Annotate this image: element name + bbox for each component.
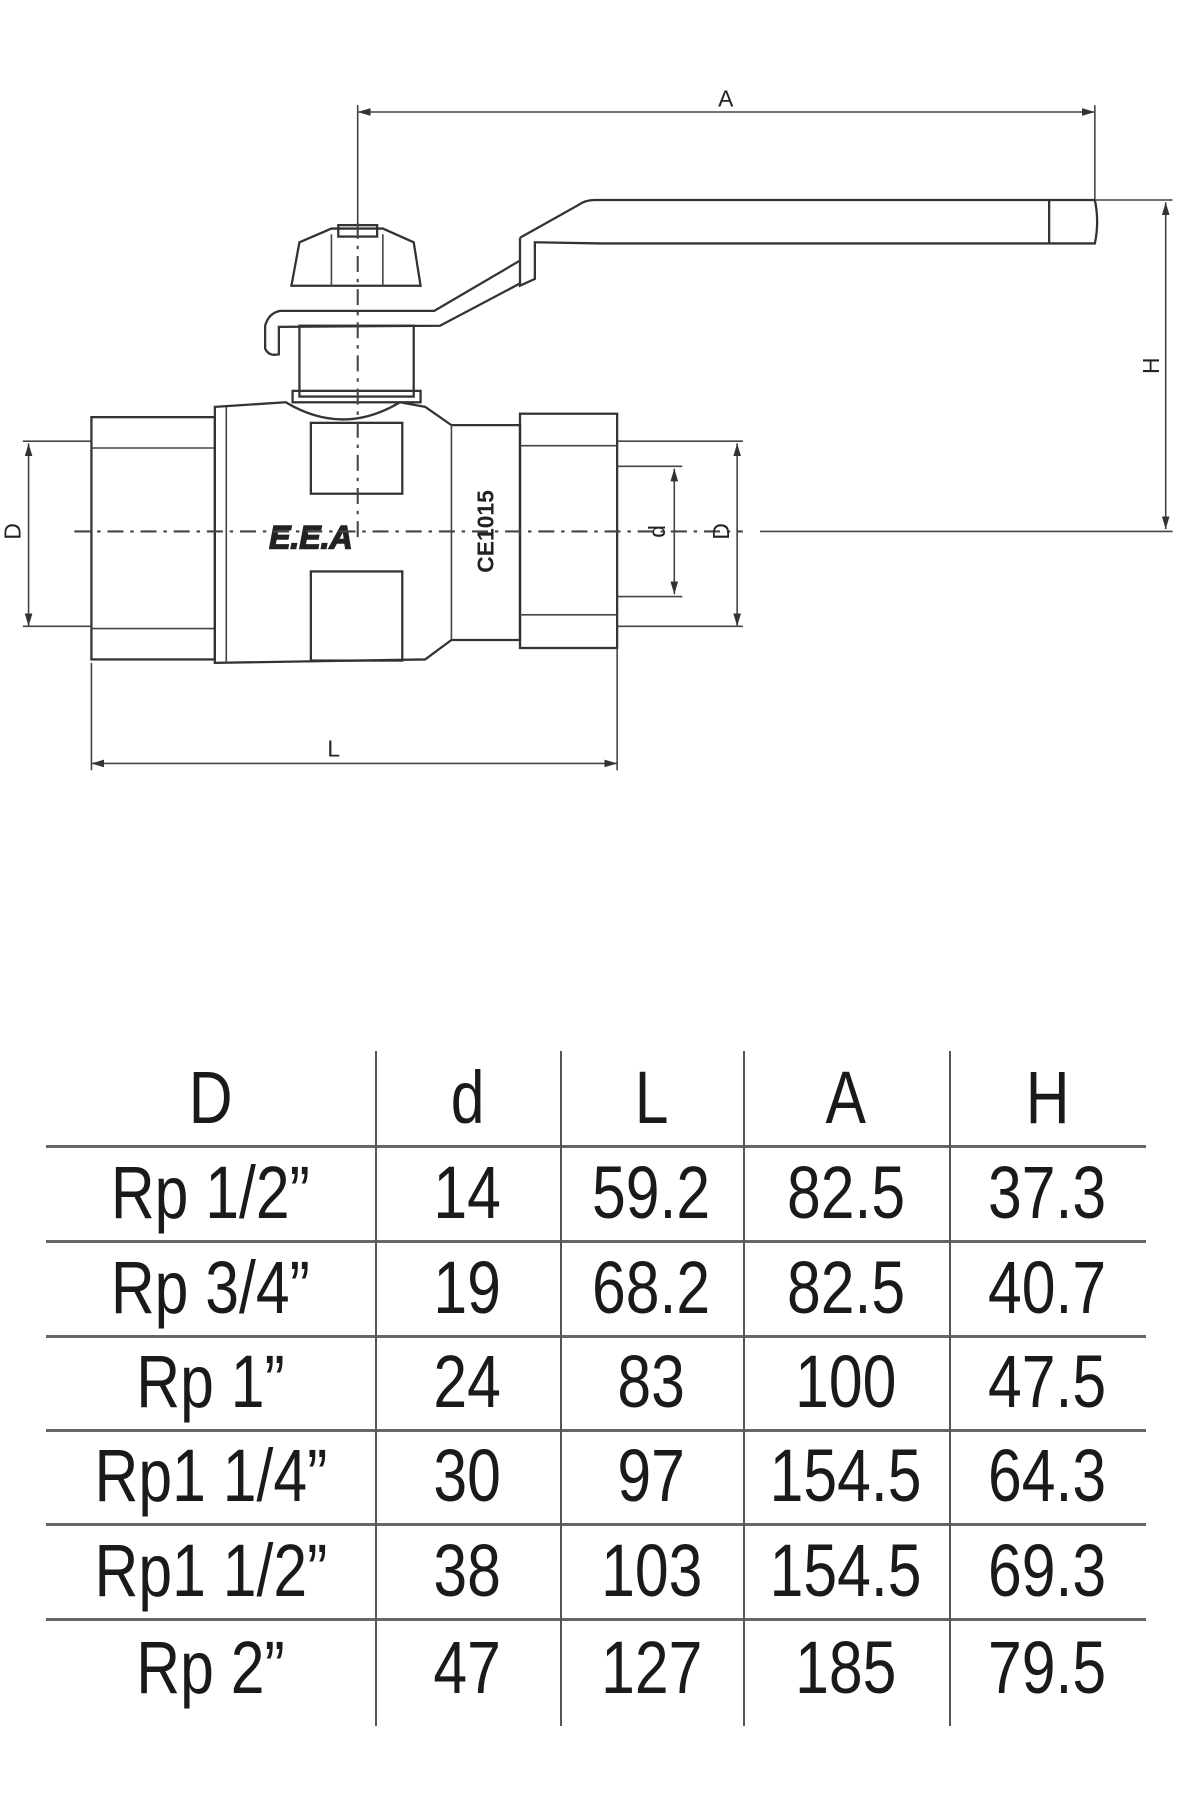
table-cell-text: Rp 1” <box>136 1340 285 1423</box>
dim-label-d-inner: d <box>644 525 670 538</box>
table-cell: 103 <box>560 1523 743 1618</box>
table-header-cell-text: d <box>450 1056 485 1139</box>
table-cell-text: 82.5 <box>786 1150 906 1234</box>
table-cell-text: 64.3 <box>988 1434 1107 1517</box>
table-cell: 30 <box>375 1429 560 1523</box>
table-cell-text: 82.5 <box>786 1245 906 1329</box>
table-cell-text: 79.5 <box>988 1626 1107 1709</box>
table-column-divider <box>949 1051 951 1726</box>
table-cell-text: 19 <box>433 1245 502 1329</box>
table-column-divider <box>560 1051 562 1726</box>
table-cell-text: 47 <box>433 1626 502 1709</box>
table-cell-text: 83 <box>617 1340 686 1423</box>
table-cell: Rp 2” <box>46 1618 375 1718</box>
table-row-divider <box>46 1618 1146 1621</box>
table-row-divider <box>46 1429 1146 1432</box>
table-cell-text: 100 <box>795 1340 897 1423</box>
table-cell: 100 <box>743 1335 949 1429</box>
table-cell-text: 30 <box>433 1434 502 1517</box>
table-cell: 19 <box>375 1240 560 1335</box>
table-header-cell: L <box>560 1051 743 1145</box>
table-cell-text: Rp1 1/2” <box>94 1528 327 1612</box>
table-cell: 40.7 <box>949 1240 1146 1335</box>
table-cell: 59.2 <box>560 1145 743 1240</box>
table-cell-text: 14 <box>433 1150 502 1234</box>
valve-body: E.E.A CE1015 <box>90 401 619 665</box>
table-cell: 47 <box>375 1618 560 1718</box>
table-cell-text: 69.3 <box>988 1528 1107 1612</box>
table-cell: 38 <box>375 1523 560 1618</box>
table-cell-text: 154.5 <box>770 1434 922 1517</box>
table-row-divider <box>46 1335 1146 1338</box>
table-header-cell-text: H <box>1025 1056 1070 1139</box>
table-cell: 14 <box>375 1145 560 1240</box>
table-header-cell-text: A <box>825 1056 867 1139</box>
ball-valve-technical-drawing: A E.E.A CE1015 D <box>0 85 1173 771</box>
table-cell: 47.5 <box>949 1335 1146 1429</box>
table-cell: 154.5 <box>743 1523 949 1618</box>
table-cell: 82.5 <box>743 1240 949 1335</box>
table-cell: Rp 3/4” <box>46 1240 375 1335</box>
table-cell: 185 <box>743 1618 949 1718</box>
table-cell: Rp1 1/4” <box>46 1429 375 1523</box>
table-cell-text: 37.3 <box>988 1150 1107 1234</box>
table-header-cell-text: L <box>634 1056 669 1139</box>
dim-label-d-left: D <box>0 523 26 540</box>
dimension-a: A <box>356 85 1096 229</box>
dim-label-d-right: D <box>708 523 734 540</box>
dimension-l: L <box>90 648 618 771</box>
table-cell-text: 59.2 <box>592 1150 711 1234</box>
dim-label-l: L <box>327 736 340 762</box>
table-header-cell: A <box>743 1051 949 1145</box>
table-cell: 83 <box>560 1335 743 1429</box>
table-header-cell: d <box>375 1051 560 1145</box>
table-cell: 69.3 <box>949 1523 1146 1618</box>
table-cell-text: 47.5 <box>988 1340 1107 1423</box>
table-cell-text: 68.2 <box>592 1245 711 1329</box>
table-row-divider <box>46 1240 1146 1243</box>
table-cell-text: Rp 3/4” <box>110 1245 310 1329</box>
table-cell-text: 103 <box>600 1528 703 1612</box>
table-header-cell: D <box>46 1051 375 1145</box>
table-cell-text: 40.7 <box>988 1245 1107 1329</box>
table-cell: 24 <box>375 1335 560 1429</box>
table-row-divider <box>46 1523 1146 1526</box>
table-cell-text: 38 <box>433 1528 502 1612</box>
table-cell: 79.5 <box>949 1618 1146 1718</box>
table-cell-text: 97 <box>617 1434 686 1517</box>
table-cell-text: Rp 1/2” <box>110 1150 310 1234</box>
brand-mark: E.E.A <box>269 520 353 556</box>
table-cell-text: 154.5 <box>770 1528 922 1612</box>
table-column-divider <box>375 1051 377 1726</box>
dimension-h: H <box>760 199 1173 533</box>
table-cell-text: 24 <box>433 1340 502 1423</box>
table-cell: 97 <box>560 1429 743 1523</box>
table-cell: 127 <box>560 1618 743 1718</box>
table-cell-text: 127 <box>600 1626 703 1709</box>
table-cell-text: Rp1 1/4” <box>94 1434 327 1517</box>
valve-stem <box>298 324 415 398</box>
dimension-d-outer-right: D <box>617 440 743 628</box>
dim-label-h: H <box>1138 357 1164 374</box>
table-cell-text: 185 <box>795 1626 897 1709</box>
table-header-cell-text: D <box>188 1056 233 1139</box>
table-cell: Rp 1/2” <box>46 1145 375 1240</box>
dimension-d-inner: d <box>617 465 683 598</box>
stem-nut <box>290 223 422 287</box>
table-cell: Rp 1” <box>46 1335 375 1429</box>
table-cell: 37.3 <box>949 1145 1146 1240</box>
table-cell: 64.3 <box>949 1429 1146 1523</box>
dimension-d-outer-left: D <box>0 440 92 628</box>
table-cell: 82.5 <box>743 1145 949 1240</box>
table-row-divider <box>46 1145 1146 1148</box>
dim-label-a: A <box>718 85 734 111</box>
table-column-divider <box>743 1051 745 1726</box>
table-header-cell: H <box>949 1051 1146 1145</box>
table-cell: 68.2 <box>560 1240 743 1335</box>
table-cell: Rp1 1/2” <box>46 1523 375 1618</box>
table-cell: 154.5 <box>743 1429 949 1523</box>
table-cell-text: Rp 2” <box>136 1626 285 1709</box>
lever-handle <box>264 198 1099 356</box>
